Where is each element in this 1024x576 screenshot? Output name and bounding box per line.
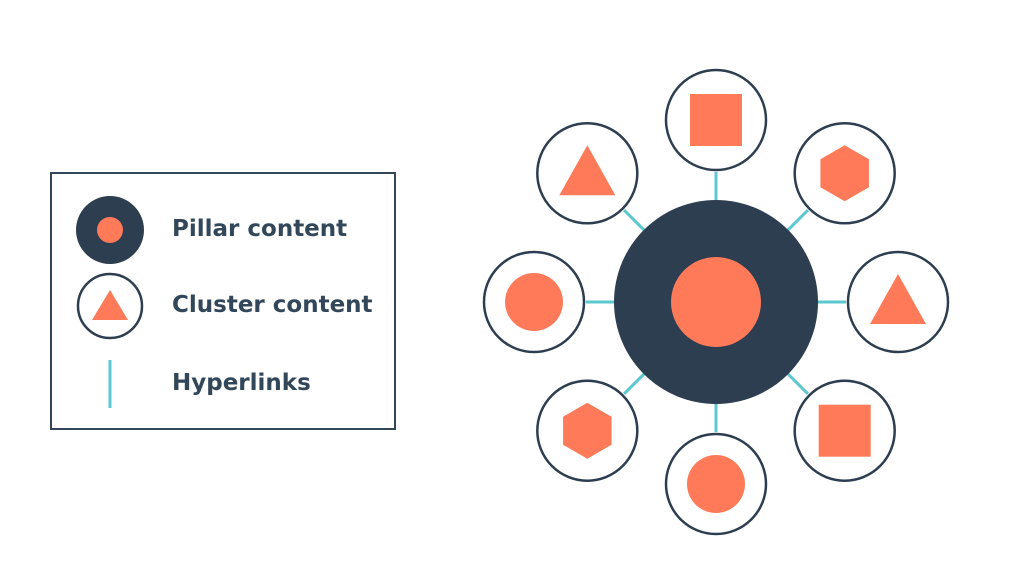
triangle-icon xyxy=(559,145,616,196)
legend: Pillar content Cluster content Hyperlink… xyxy=(50,172,396,430)
square-icon xyxy=(818,404,871,457)
legend-icons xyxy=(76,196,144,408)
cluster-label: Cluster content xyxy=(172,292,373,318)
hexagon-icon xyxy=(820,145,869,202)
hyperlinks-label: Hyperlinks xyxy=(172,370,311,396)
circle-icon xyxy=(505,273,563,331)
pillar-label: Pillar content xyxy=(172,216,348,242)
pillar-inner-circle xyxy=(671,257,761,347)
hexagon-icon xyxy=(563,402,612,459)
triangle-icon xyxy=(870,274,926,324)
square-icon xyxy=(690,94,742,146)
circle-icon xyxy=(687,455,745,513)
